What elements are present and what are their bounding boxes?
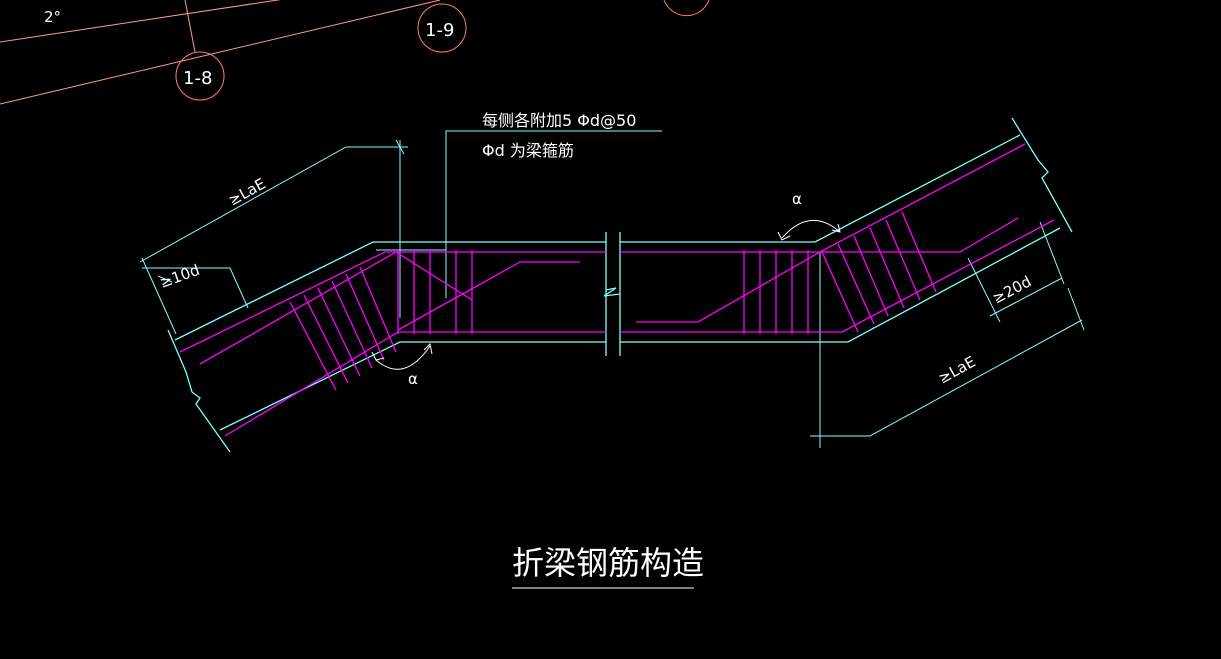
- axis-reference-group: [0, 0, 710, 105]
- angle-arc-top-arrow2: [831, 223, 841, 233]
- right-end-break: [1011, 117, 1073, 233]
- stirrups-right-slope: [821, 211, 937, 333]
- top-bar-left: [179, 251, 606, 353]
- dim-label-laE-left: ≥LaE: [225, 175, 268, 210]
- axis-label-1-9: 1-9: [425, 20, 454, 41]
- axis-line-upper: [0, 0, 282, 43]
- angle-arc-bottom-arrow1: [371, 351, 385, 361]
- angle-label-alpha-bottom: α: [408, 370, 418, 388]
- angle-label-2deg: 2°: [44, 8, 61, 26]
- axis-label-1-8: 1-8: [183, 68, 212, 89]
- cross-bar-right-up: [636, 251, 821, 323]
- angle-arc-bottom: [375, 345, 431, 370]
- dim-label-20d-right: ≥20d: [989, 272, 1034, 307]
- dim-laE-right-ext2: [1067, 287, 1085, 331]
- beam-outline: [167, 117, 1073, 453]
- beam-top-edge-left: [174, 241, 606, 341]
- note-leader: [445, 130, 662, 298]
- angle-arc-bottom-arrow2: [423, 342, 433, 355]
- beam-bottom-edge-left: [219, 341, 606, 431]
- angle-arc-top-arrow1: [777, 231, 791, 241]
- angle-arcs: [371, 219, 841, 370]
- dim-10d-left-ext2: [229, 267, 249, 309]
- cross-bar-left-up: [397, 261, 580, 331]
- dim-20d-right-ext2: [1039, 221, 1065, 285]
- cross-bar-left-down: [199, 251, 473, 365]
- dim-10d-left-ext1: [141, 257, 177, 335]
- top-bar-right: [620, 143, 1026, 253]
- dim-10d-left-tick: [157, 275, 173, 283]
- left-end-break: [167, 329, 231, 453]
- beam-top-edge-right: [620, 134, 1021, 243]
- break-zigzag: [603, 287, 621, 297]
- beam-bottom-edge-right: [620, 227, 1061, 343]
- stirrups-right-vertical: [743, 250, 809, 334]
- drawing-title: 折梁钢筋构造: [512, 544, 704, 582]
- bottom-bar-right: [620, 219, 1055, 333]
- rebar-group: [179, 143, 1055, 437]
- axis-line-lower: [0, 0, 441, 105]
- dim-label-10d-left: ≥10d: [157, 261, 202, 292]
- cross-bar-right-down: [820, 217, 1019, 253]
- dim-laE-right: [810, 319, 1083, 437]
- note-line-2: Φd 为梁箍筋: [482, 141, 574, 160]
- dim-20d-right: [989, 277, 1063, 317]
- angle-arc-top: [781, 219, 841, 239]
- dim-label-laE-right: ≥LaE: [935, 353, 978, 388]
- angle-label-alpha-top: α: [792, 190, 802, 208]
- dim-laE-left: [139, 146, 408, 263]
- dim-20d-right-ext1: [967, 257, 1001, 323]
- stirrups-left-slope: [289, 266, 397, 391]
- axis-bubble-1-8: [175, 51, 225, 101]
- note-line-1: 每侧各附加5 Φd@50: [482, 111, 636, 130]
- stirrups-left-vertical: [397, 250, 473, 334]
- dimension-lines: [139, 130, 1085, 448]
- axis-bubble-1-9: [417, 3, 467, 53]
- axis-leader-18: [184, 0, 196, 53]
- axis-bubble-partial: [663, 0, 710, 17]
